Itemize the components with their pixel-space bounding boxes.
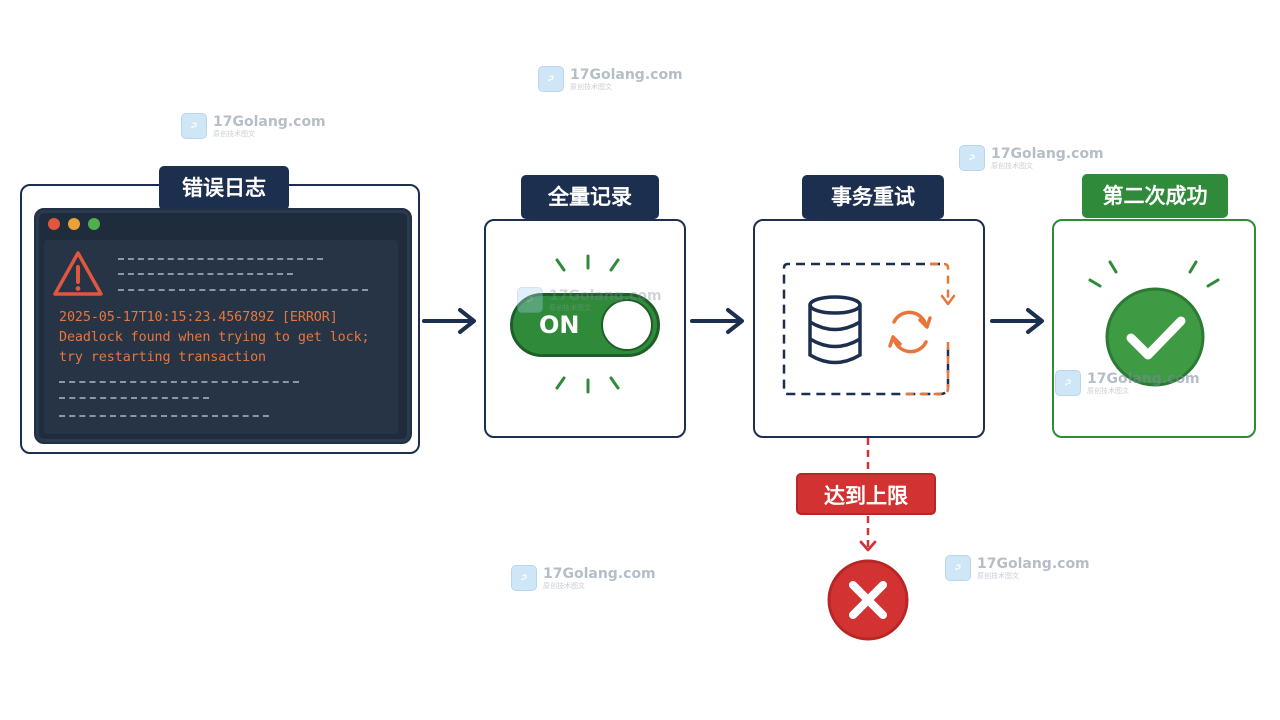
maximize-dot xyxy=(88,218,100,230)
watermark-subtext: 原创技术图文 xyxy=(549,303,591,312)
glow-rays-icon xyxy=(555,254,620,394)
watermark-text: 17Golang.com xyxy=(570,66,683,83)
retry-loop-frame xyxy=(782,262,956,396)
watermark-subtext: 原创技术图文 xyxy=(991,161,1033,170)
watermark-subtext: 原创技术图文 xyxy=(570,82,612,91)
watermark-subtext: 原创技术图文 xyxy=(1087,386,1129,395)
close-dot xyxy=(48,218,60,230)
toggle-knob xyxy=(601,299,653,351)
x-icon xyxy=(827,559,909,641)
limit-connector xyxy=(859,438,877,552)
watermark-logo-icon: ጋ xyxy=(538,66,564,92)
arrow-right-icon xyxy=(990,308,1044,334)
log-placeholder-line xyxy=(59,397,209,399)
watermark-logo-icon: ጋ xyxy=(1055,370,1081,396)
check-icon xyxy=(1105,287,1205,387)
watermark-logo-icon: ጋ xyxy=(511,565,537,591)
watermark-subtext: 原创技术图文 xyxy=(977,571,1019,580)
watermark-text: 17Golang.com xyxy=(213,113,326,130)
log-placeholder-line xyxy=(118,258,323,260)
log-placeholder-line xyxy=(59,415,269,417)
success-rays-icon xyxy=(1088,260,1220,288)
log-placeholder-line xyxy=(118,273,293,275)
retry-card xyxy=(753,219,985,438)
full-logging-title: 全量记录 xyxy=(521,175,659,219)
database-icon xyxy=(808,295,862,365)
limit-reached-label: 达到上限 xyxy=(796,473,936,515)
error-log-title: 错误日志 xyxy=(159,166,289,210)
arrow-right-icon xyxy=(422,308,476,334)
refresh-icon xyxy=(888,310,932,354)
on-toggle[interactable]: ON xyxy=(510,293,660,357)
watermark-text: 17Golang.com xyxy=(991,145,1104,162)
watermark-text: 17Golang.com xyxy=(543,565,656,582)
watermark-text: 17Golang.com xyxy=(549,287,662,304)
minimize-dot xyxy=(68,218,80,230)
watermark-logo-icon: ጋ xyxy=(181,113,207,139)
watermark-logo-icon: ጋ xyxy=(945,555,971,581)
log-placeholder-line xyxy=(118,289,368,291)
watermark-subtext: 原创技术图文 xyxy=(213,129,255,138)
warning-icon xyxy=(53,251,103,296)
arrow-right-icon xyxy=(690,308,744,334)
log-timestamp-line: 2025-05-17T10:15:23.456789Z [ERROR] xyxy=(59,310,338,325)
watermark-logo-icon: ጋ xyxy=(959,145,985,171)
watermark-logo-icon: ጋ xyxy=(517,287,543,313)
watermark-text: 17Golang.com xyxy=(1087,370,1200,387)
log-message-line: try restarting transaction xyxy=(59,350,267,365)
watermark-subtext: 原创技术图文 xyxy=(543,581,585,590)
terminal-body xyxy=(44,240,398,434)
log-message-line: Deadlock found when trying to get lock; xyxy=(59,330,370,345)
log-placeholder-line xyxy=(59,381,299,383)
retry-title: 事务重试 xyxy=(802,175,944,219)
terminal-window xyxy=(34,208,412,444)
watermark-text: 17Golang.com xyxy=(977,555,1090,572)
toggle-label: ON xyxy=(539,311,580,339)
success-title: 第二次成功 xyxy=(1082,174,1228,218)
